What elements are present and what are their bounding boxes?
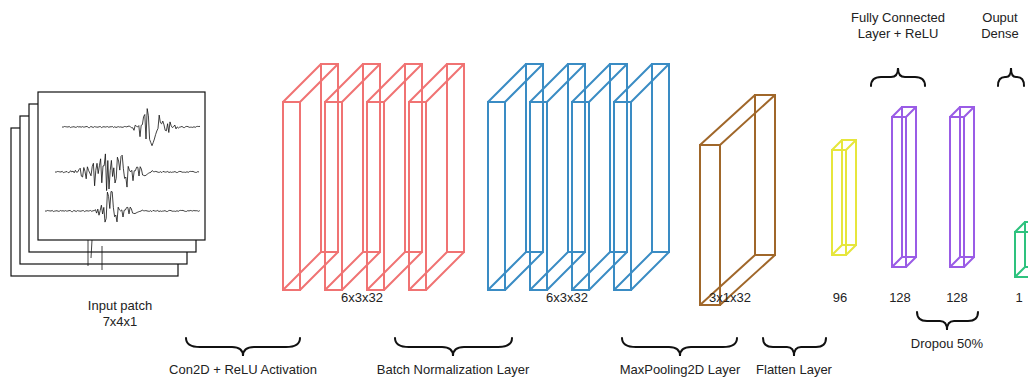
- layer-block: [700, 95, 775, 305]
- dimension-label: 128: [889, 290, 911, 306]
- layer-name: Con2D + ReLU Activation: [169, 362, 317, 378]
- input-caption: Input patch 7x4x1: [77, 298, 163, 330]
- seismic-trace: [62, 109, 200, 146]
- block-front: [614, 102, 631, 290]
- layer-block: [409, 64, 464, 290]
- seismic-traces: [45, 109, 200, 270]
- block-back: [652, 64, 669, 252]
- layer-name: Flatten Layer: [756, 362, 832, 378]
- block-back: [447, 64, 464, 252]
- block-front: [325, 102, 342, 290]
- block-front: [950, 117, 964, 267]
- dimension-label: 128: [946, 290, 968, 306]
- block-edge: [614, 64, 669, 290]
- brace: [186, 338, 300, 356]
- block-front: [892, 117, 906, 267]
- seismic-trace: [88, 240, 102, 270]
- input-frames: [11, 92, 205, 276]
- layer-blocks: [283, 64, 1028, 305]
- dimension-label: 96: [833, 290, 847, 306]
- layer-block: [1015, 222, 1028, 277]
- layer-name: Batch Normalization Layer: [377, 362, 529, 378]
- layer-name: Dropou 50%: [911, 336, 983, 352]
- block-edge: [832, 140, 856, 255]
- block-front: [367, 102, 384, 290]
- block-back: [960, 107, 974, 257]
- block-back: [1025, 222, 1028, 267]
- layer-block: [832, 140, 856, 255]
- brace: [622, 338, 737, 356]
- block-front: [283, 102, 300, 290]
- layer-name: MaxPooling2D Layer: [620, 362, 741, 378]
- block-front: [488, 102, 505, 290]
- brace: [763, 338, 826, 356]
- block-front: [409, 102, 426, 290]
- block-edge: [1015, 222, 1028, 277]
- block-back: [842, 140, 856, 245]
- block-back: [755, 95, 775, 255]
- brace: [395, 338, 512, 356]
- block-back: [902, 107, 916, 257]
- brace: [917, 312, 978, 330]
- layer-title: Fully Connected Layer + ReLU: [838, 10, 958, 42]
- brace: [998, 68, 1024, 86]
- block-front: [832, 150, 846, 255]
- dimension-label: 1: [1015, 290, 1022, 306]
- dimension-label: 3x1x32: [709, 290, 751, 306]
- block-edge: [950, 107, 974, 267]
- braces: [186, 68, 1024, 356]
- layer-block: [614, 64, 669, 290]
- brace: [871, 68, 925, 86]
- layer-block: [892, 107, 916, 267]
- block-edge: [892, 107, 916, 267]
- block-front: [530, 102, 547, 290]
- block-front: [1015, 232, 1028, 277]
- layer-block: [950, 107, 974, 267]
- block-edge: [700, 95, 775, 305]
- block-edge: [409, 64, 464, 290]
- dimension-label: 6x3x32: [341, 290, 383, 306]
- layer-title: Ouput Dense: [977, 10, 1023, 42]
- dimension-label: 6x3x32: [546, 290, 588, 306]
- block-front: [700, 145, 720, 305]
- seismic-trace: [45, 192, 200, 223]
- input-frame: [38, 92, 205, 240]
- block-front: [572, 102, 589, 290]
- seismic-trace: [55, 154, 199, 191]
